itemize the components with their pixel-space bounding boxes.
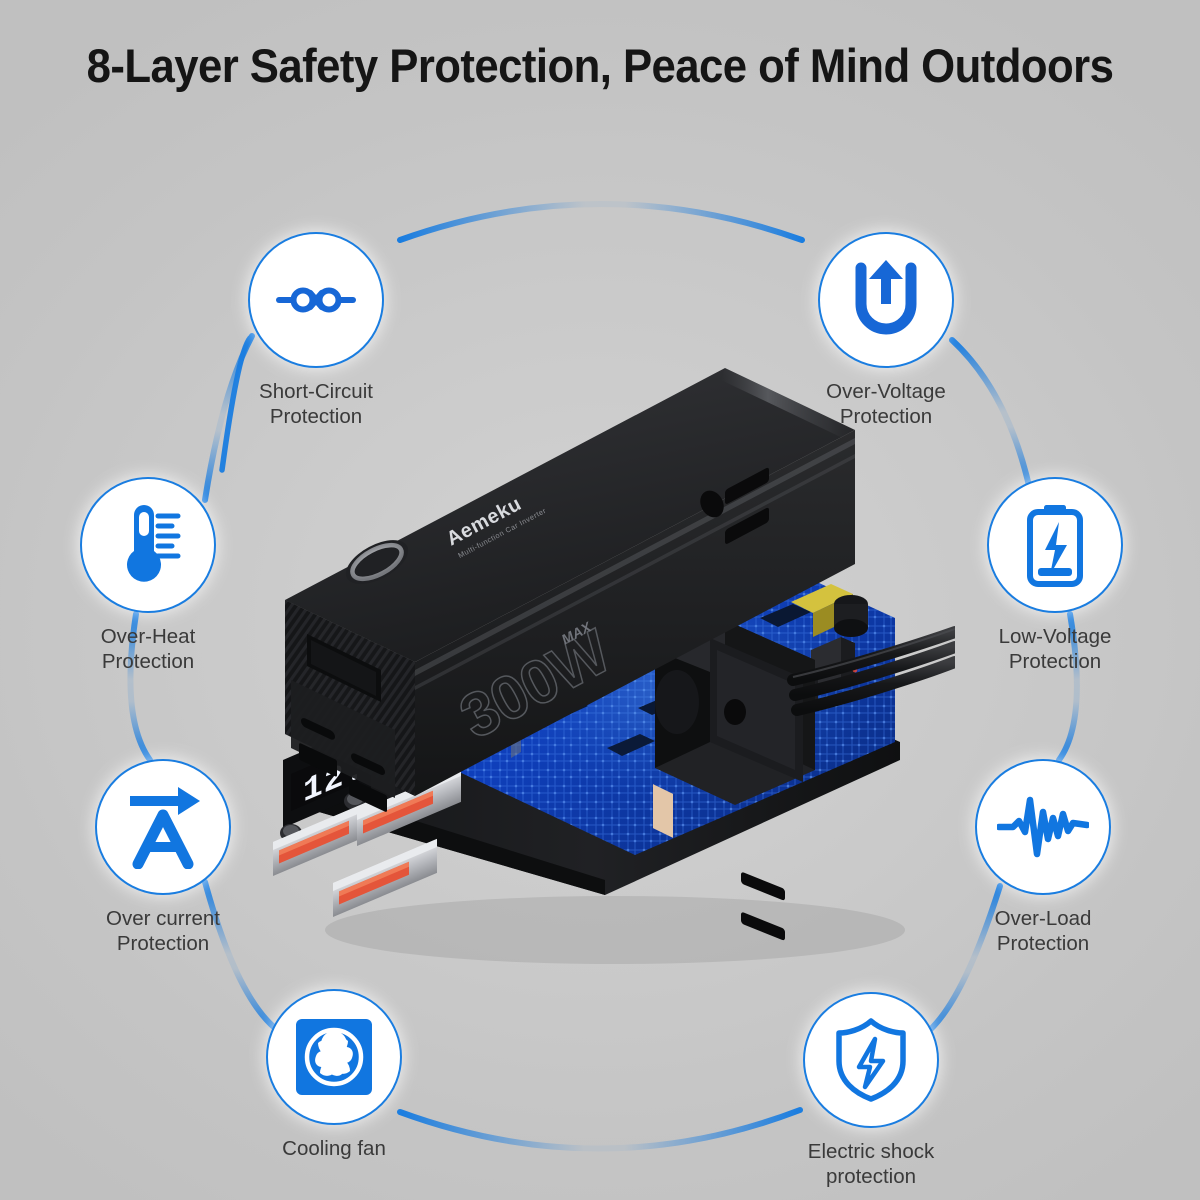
power-button[interactable] [339,531,415,593]
feature-over-heat[interactable]: Over-Heat Protection [33,477,263,674]
page-title: 8-Layer Safety Protection, Peace of Mind… [86,39,1114,92]
feature-label: Low-Voltage Protection [998,625,1112,673]
feature-label: Over-Load Protection [994,907,1092,955]
thermometer-icon [127,505,181,582]
waveform-icon [997,796,1089,858]
feature-over-current[interactable]: Over current Protection [48,759,278,956]
feature-label: Over-Heat Protection [100,625,196,673]
product-image-car-power-inverter: 12.8 [255,350,955,990]
feature-bubble[interactable] [975,759,1111,895]
inverter-housing: Aemeku Multi-function Car Inverter 300W … [285,368,855,812]
feature-bubble[interactable] [248,232,384,368]
short-circuit-icon [276,287,356,313]
feature-over-voltage[interactable]: Over-Voltage Protection [771,232,1001,429]
feature-over-load[interactable]: Over-Load Protection [928,759,1158,956]
feature-bubble[interactable] [803,992,939,1128]
feature-label: Over current Protection [106,907,220,955]
feature-electric-shock[interactable]: Electric shock protection [756,992,986,1189]
feature-label: Cooling fan [282,1137,386,1160]
power-cable [787,626,955,716]
feature-bubble[interactable] [266,989,402,1125]
feature-bubble[interactable] [818,232,954,368]
feature-bubble[interactable] [80,477,216,613]
feature-label: Short-Circuit Protection [259,380,373,428]
battery-bolt-icon [1027,505,1083,587]
feature-label: Over-Voltage Protection [826,380,946,428]
feature-cooling-fan[interactable]: Cooling fan [219,989,449,1161]
fan-icon [296,1019,372,1095]
rear-outlet-module [655,620,815,941]
feature-low-voltage[interactable]: Low-Voltage Protection [940,477,1170,674]
feature-short-circuit[interactable]: Short-Circuit Protection [201,232,431,429]
ampere-arrow-icon [130,787,200,869]
feature-bubble[interactable] [95,759,231,895]
ac-outlet [700,467,769,544]
over-voltage-u-arrow-icon [855,260,917,335]
feature-label: Electric shock protection [807,1140,935,1188]
shield-bolt-icon [836,1018,906,1102]
feature-bubble[interactable] [987,477,1123,613]
